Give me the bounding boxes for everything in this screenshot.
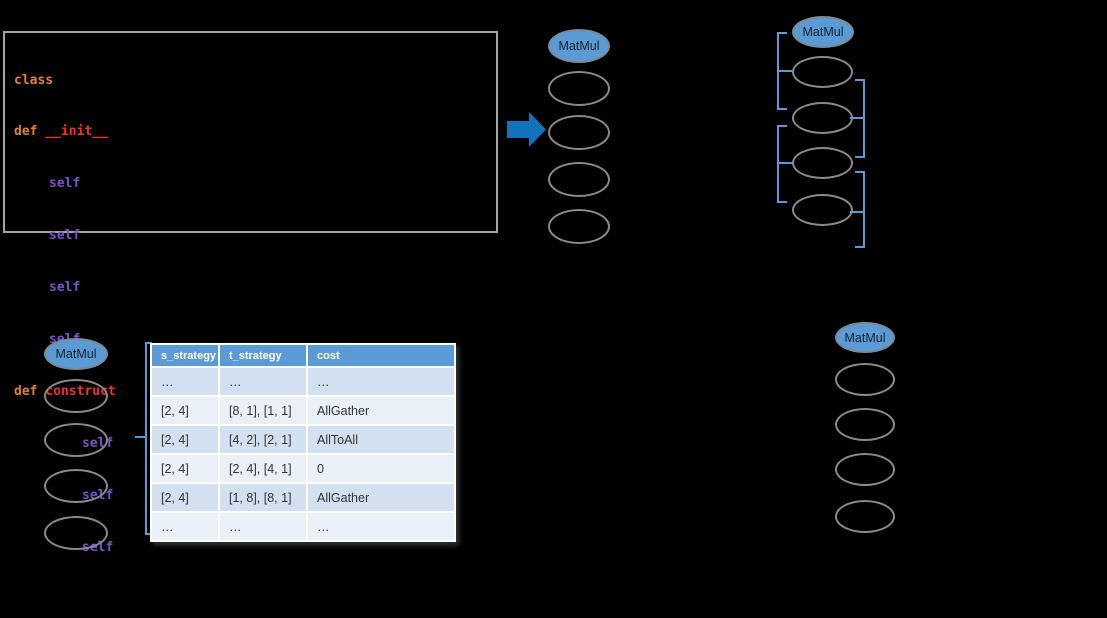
- cell-t-strategy: [2, 4], [4, 1]: [220, 455, 306, 482]
- matmul-operator-node: MatMul: [548, 29, 610, 63]
- cell-t-strategy: [1, 8], [8, 1]: [220, 484, 306, 511]
- matmul-operator-node: MatMul: [835, 322, 895, 353]
- candidate-strategy-node: [835, 453, 895, 486]
- candidate-strategy-node: [548, 71, 610, 106]
- col-header-t-strategy: t_strategy: [220, 345, 306, 366]
- candidate-strategy-node: [835, 408, 895, 441]
- code-snippet-panel: class def __init__ self self self self d…: [3, 31, 498, 555]
- table-row: [2, 4] [4, 2], [2, 1] AllToAll: [152, 426, 454, 453]
- candidate-strategy-node: [548, 209, 610, 244]
- matmul-operator-node: MatMul: [792, 16, 854, 48]
- code-line: class: [14, 72, 496, 89]
- code-keyword: class: [14, 72, 54, 88]
- candidate-strategy-node: [44, 379, 108, 413]
- cell-t-strategy: [8, 1], [1, 1]: [220, 397, 306, 424]
- code-keyword: def: [14, 383, 46, 399]
- cell-s-strategy: [2, 4]: [152, 484, 218, 511]
- cell-t-strategy: …: [220, 513, 306, 540]
- cell-s-strategy: [2, 4]: [152, 426, 218, 453]
- code-self: self: [49, 228, 81, 244]
- candidate-strategy-node: [44, 469, 108, 503]
- cell-cost: …: [308, 513, 454, 540]
- col-header-cost: cost: [308, 345, 454, 366]
- col-header-s-strategy: s_strategy: [152, 345, 218, 366]
- cell-cost: AllToAll: [308, 426, 454, 453]
- code-line: def __init__: [14, 123, 496, 140]
- table-row: [2, 4] [2, 4], [4, 1] 0: [152, 455, 454, 482]
- table-row: [2, 4] [8, 1], [1, 1] AllGather: [152, 397, 454, 424]
- table-row: … … …: [152, 513, 454, 540]
- table-row: … … …: [152, 368, 454, 395]
- code-line: self: [14, 279, 496, 296]
- strategy-cost-table: s_strategy t_strategy cost … … … [2, 4] …: [150, 343, 456, 542]
- table-row: [2, 4] [1, 8], [8, 1] AllGather: [152, 484, 454, 511]
- candidate-strategy-node: [44, 516, 108, 550]
- code-function-name: __init__: [45, 124, 108, 140]
- cell-t-strategy: [4, 2], [2, 1]: [220, 426, 306, 453]
- edge-bracket-left-upper: [777, 32, 793, 110]
- code-line: self: [14, 175, 496, 192]
- code-line: self: [14, 227, 496, 244]
- candidate-strategy-node: [835, 500, 895, 533]
- matmul-operator-node: MatMul: [44, 338, 108, 370]
- table-header-row: s_strategy t_strategy cost: [152, 345, 454, 366]
- cell-cost: AllGather: [308, 484, 454, 511]
- table-link-bracket: [135, 342, 152, 535]
- edge-bracket-right-upper: [850, 79, 865, 158]
- candidate-strategy-node: [792, 194, 853, 226]
- candidate-strategy-node: [835, 363, 895, 396]
- candidate-strategy-node: [548, 115, 610, 150]
- edge-bracket-left-lower: [777, 125, 793, 203]
- cell-cost: …: [308, 368, 454, 395]
- flow-right-arrow-icon: [507, 112, 546, 147]
- candidate-strategy-node: [44, 423, 108, 457]
- code-keyword: def: [14, 124, 46, 140]
- edge-bracket-right-lower: [850, 171, 865, 248]
- candidate-strategy-node: [548, 162, 610, 197]
- code-self: self: [49, 176, 81, 192]
- cell-t-strategy: …: [220, 368, 306, 395]
- cell-cost: 0: [308, 455, 454, 482]
- cell-cost: AllGather: [308, 397, 454, 424]
- cell-s-strategy: …: [152, 368, 218, 395]
- cell-s-strategy: [2, 4]: [152, 397, 218, 424]
- code-self: self: [49, 280, 81, 296]
- cell-s-strategy: …: [152, 513, 218, 540]
- cell-s-strategy: [2, 4]: [152, 455, 218, 482]
